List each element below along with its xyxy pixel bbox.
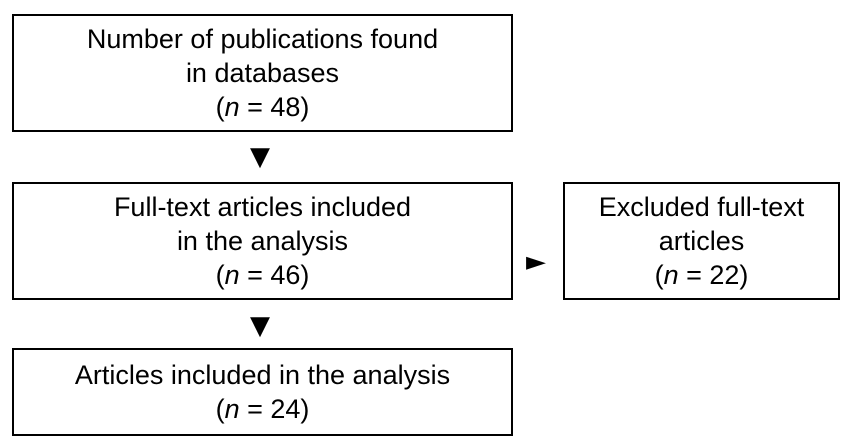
fulltext-included-line2: in the analysis bbox=[176, 226, 349, 256]
publications-found-line2: in databases bbox=[185, 58, 340, 88]
fulltext-included-line1: Full-text articles included bbox=[113, 192, 412, 222]
down-arrow-icon: ▼ bbox=[250, 142, 270, 172]
count-value: = 46 bbox=[239, 260, 301, 290]
down-arrow-icon: ▼ bbox=[250, 311, 270, 341]
publications-found-line1: Number of publications found bbox=[86, 24, 439, 54]
articles-included-line1: Articles included in the analysis bbox=[74, 360, 451, 390]
count-value: = 24 bbox=[239, 394, 301, 424]
fulltext-included-count: (n = 46) bbox=[215, 260, 310, 290]
count-value: = 48 bbox=[239, 92, 301, 122]
n-symbol: n bbox=[224, 394, 240, 424]
fulltext-included-box: Full-text articles included in the analy… bbox=[12, 182, 513, 300]
articles-included-box: Articles included in the analysis (n = 2… bbox=[12, 348, 513, 436]
articles-included-count: (n = 24) bbox=[215, 394, 310, 424]
n-symbol: n bbox=[224, 92, 240, 122]
n-symbol: n bbox=[663, 260, 679, 290]
excluded-line1: Excluded full-text bbox=[598, 192, 805, 222]
publications-found-box: Number of publications found in database… bbox=[12, 14, 513, 132]
excluded-count: (n = 22) bbox=[654, 260, 749, 290]
publications-found-count: (n = 48) bbox=[215, 92, 310, 122]
excluded-line2: articles bbox=[658, 226, 745, 256]
right-arrow-icon: ► bbox=[526, 247, 546, 277]
excluded-box: Excluded full-text articles (n = 22) bbox=[563, 182, 840, 300]
n-symbol: n bbox=[224, 260, 240, 290]
count-value: = 22 bbox=[678, 260, 740, 290]
